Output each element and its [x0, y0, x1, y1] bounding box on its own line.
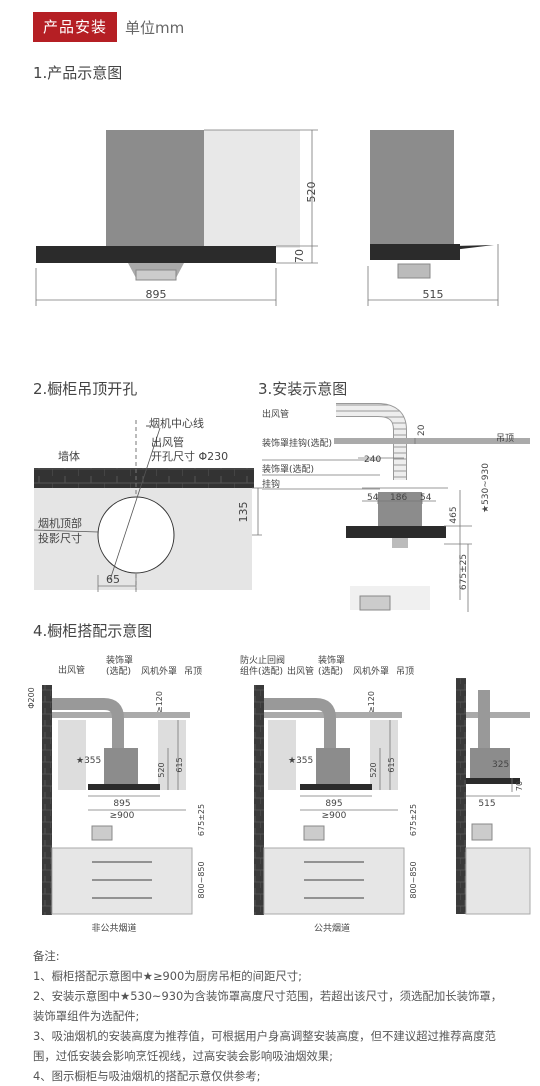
- hole-size-label: 开孔尺寸 Φ230: [151, 449, 228, 463]
- section-header: 产品安装 单位mm: [33, 12, 184, 42]
- cab-mid-800: 800~850: [409, 861, 418, 898]
- dim-520: 520: [305, 182, 318, 203]
- cab-ceiling: 吊顶: [184, 666, 202, 677]
- product-side-view: [370, 130, 494, 279]
- notes-block: 备注: 1、橱柜搭配示意图中★≥900为厨房吊柜的间距尺寸; 2、安装示意图中★…: [33, 946, 513, 1086]
- install-ceiling-label: 吊顶: [496, 433, 514, 444]
- section-title-cutout: 2.橱柜吊顶开孔: [33, 380, 138, 398]
- cabinet-diagram-right: [456, 678, 531, 915]
- dim-240: 240: [364, 455, 381, 465]
- note-4: 4、图示橱柜与吸油烟机的搭配示意仅供参考;: [33, 1069, 261, 1083]
- cab-70: 70: [515, 781, 524, 791]
- cab-520: 520: [157, 762, 166, 777]
- product-front-view: [36, 130, 300, 281]
- cab-phi200: Φ200: [27, 687, 36, 709]
- install-hanger-label: 挂钩: [262, 478, 280, 490]
- cab-515: 515: [478, 799, 495, 809]
- front-dimensions: [35, 129, 318, 306]
- dim-20: 20: [417, 424, 427, 436]
- dim-530-930: ★530~930: [481, 463, 491, 513]
- cab-895: 895: [113, 799, 130, 809]
- install-hook-label: 装饰罩挂钩(选配): [262, 437, 332, 449]
- cab-ge900: ≥900: [110, 811, 135, 821]
- cab-mid-615: 615: [387, 757, 396, 772]
- projection-label-1: 烟机顶部: [38, 516, 82, 530]
- cab-615: 615: [175, 757, 184, 772]
- cab-cover-l1: 装饰罩: [106, 654, 133, 666]
- dim-186: 186: [390, 493, 407, 503]
- cab-mid-duct: 出风管: [287, 665, 314, 677]
- cutout-diagram: [33, 420, 262, 592]
- notes-title: 备注:: [33, 949, 60, 963]
- cab-s355: ★355: [76, 756, 101, 766]
- cab-mid-675: 675±25: [409, 804, 418, 836]
- section-title-product: 1.产品示意图: [33, 64, 123, 82]
- caption-public-flue: 公共烟道: [314, 922, 350, 934]
- unit-label: 单位mm: [125, 18, 185, 37]
- dim-54b: 54: [420, 493, 432, 503]
- diagram-canvas: 520 70 895 515 烟机中心线 出风管 开孔尺寸 Φ230 墙体 烟机…: [27, 129, 531, 934]
- cab-fire-l1: 防火止回阀: [240, 654, 285, 666]
- cab-mid-s355: ★355: [288, 756, 313, 766]
- dim-135: 135: [237, 502, 250, 523]
- dim-895: 895: [146, 288, 167, 301]
- dim-465: 465: [449, 506, 459, 523]
- hood-front: [36, 246, 276, 263]
- dim-675: 675±25: [459, 554, 469, 590]
- install-tag: 产品安装: [33, 12, 118, 42]
- note-3: 3、吸油烟机的安装高度为推荐值，可根据用户身高调整安装高度，但不建议超过推荐高度…: [33, 1029, 496, 1063]
- projection-label-2: 投影尺寸: [38, 531, 82, 545]
- cabinet-diagram-middle: [254, 685, 405, 915]
- chimney-front: [106, 130, 204, 248]
- dim-65: 65: [106, 573, 120, 586]
- cab-mid-ge900: ≥900: [322, 811, 347, 821]
- duct-label: 出风管: [151, 435, 184, 449]
- cab-mid-ceiling: 吊顶: [396, 666, 414, 677]
- cab-mid-895: 895: [325, 799, 342, 809]
- cab-mid-cover-l1: 装饰罩: [318, 654, 345, 666]
- note-2: 2、安装示意图中★530~930为含装饰罩高度尺寸范围，若超出该尺寸，须选配加长…: [33, 989, 503, 1023]
- dim-54a: 54: [367, 493, 379, 503]
- install-duct-label: 出风管: [262, 408, 289, 420]
- cab-mid-hood-cover: 风机外罩: [353, 665, 389, 677]
- install-cover-label: 装饰罩(选配): [262, 463, 314, 475]
- cab-mid-520: 520: [369, 762, 378, 777]
- note-1: 1、橱柜搭配示意图中★≥900为厨房吊柜的间距尺寸;: [33, 969, 303, 983]
- dim-70: 70: [293, 249, 306, 263]
- caption-non-public-flue: 非公共烟道: [91, 922, 136, 934]
- install-diagram: [262, 403, 530, 612]
- cabinet-diagram-left: [42, 685, 193, 915]
- cab-675: 675±25: [197, 804, 206, 836]
- dim-515: 515: [423, 288, 444, 301]
- section-title-cabinet: 4.橱柜搭配示意图: [33, 622, 153, 640]
- cab-mid-ge120: ≥120: [367, 691, 376, 713]
- cab-800: 800~850: [197, 861, 206, 898]
- section-title-install: 3.安装示意图: [258, 380, 348, 398]
- cab-325: 325: [492, 760, 509, 770]
- cab-duct-label: 出风管: [58, 664, 85, 676]
- wall-label: 墙体: [58, 449, 80, 463]
- cab-mid-cover-l2: (选配): [318, 665, 343, 677]
- cab-ge120: ≥120: [155, 691, 164, 713]
- center-line-label: 烟机中心线: [149, 416, 204, 430]
- cab-fire-l2: 组件(选配): [240, 665, 283, 677]
- cab-hood-cover: 风机外罩: [141, 665, 177, 677]
- cab-cover-l2: (选配): [106, 665, 131, 677]
